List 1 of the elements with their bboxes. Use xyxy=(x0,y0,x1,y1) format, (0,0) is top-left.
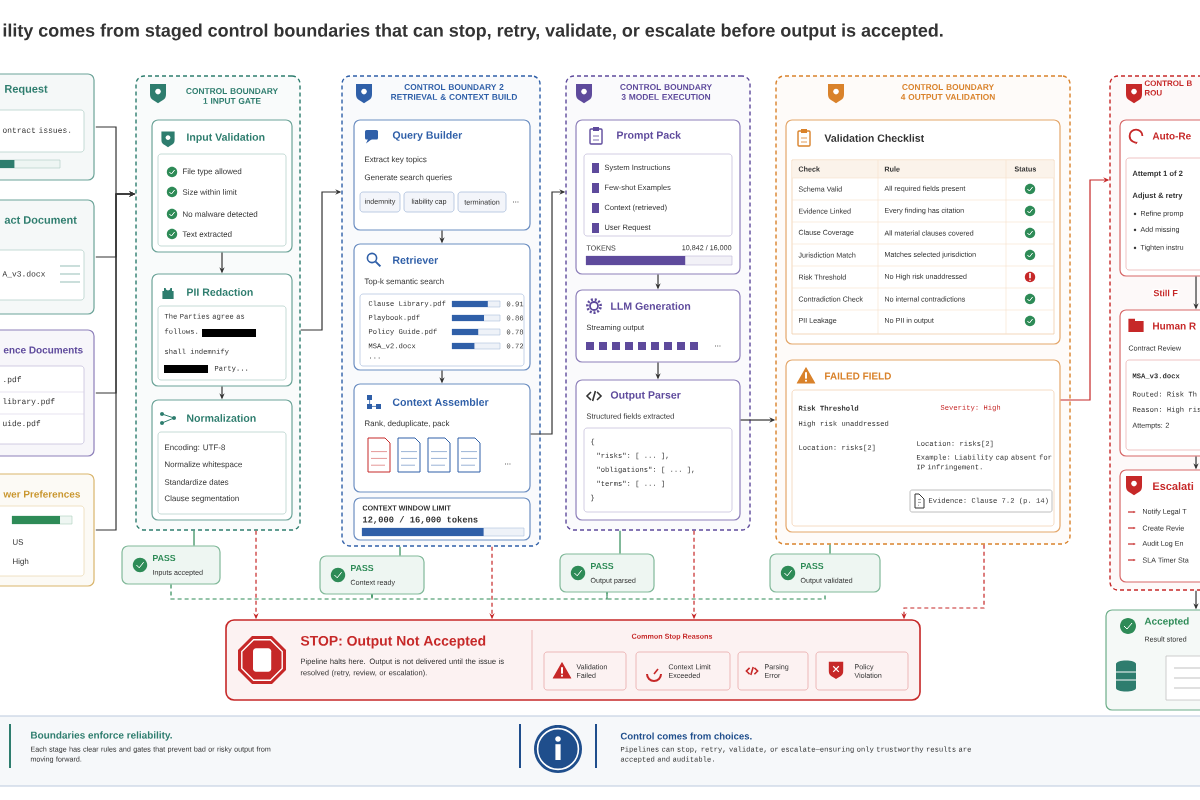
page-title: ility comes from staged control boundaries that can stop, retry, validate, or escalate before output is accepted. xyxy=(3,23,943,41)
